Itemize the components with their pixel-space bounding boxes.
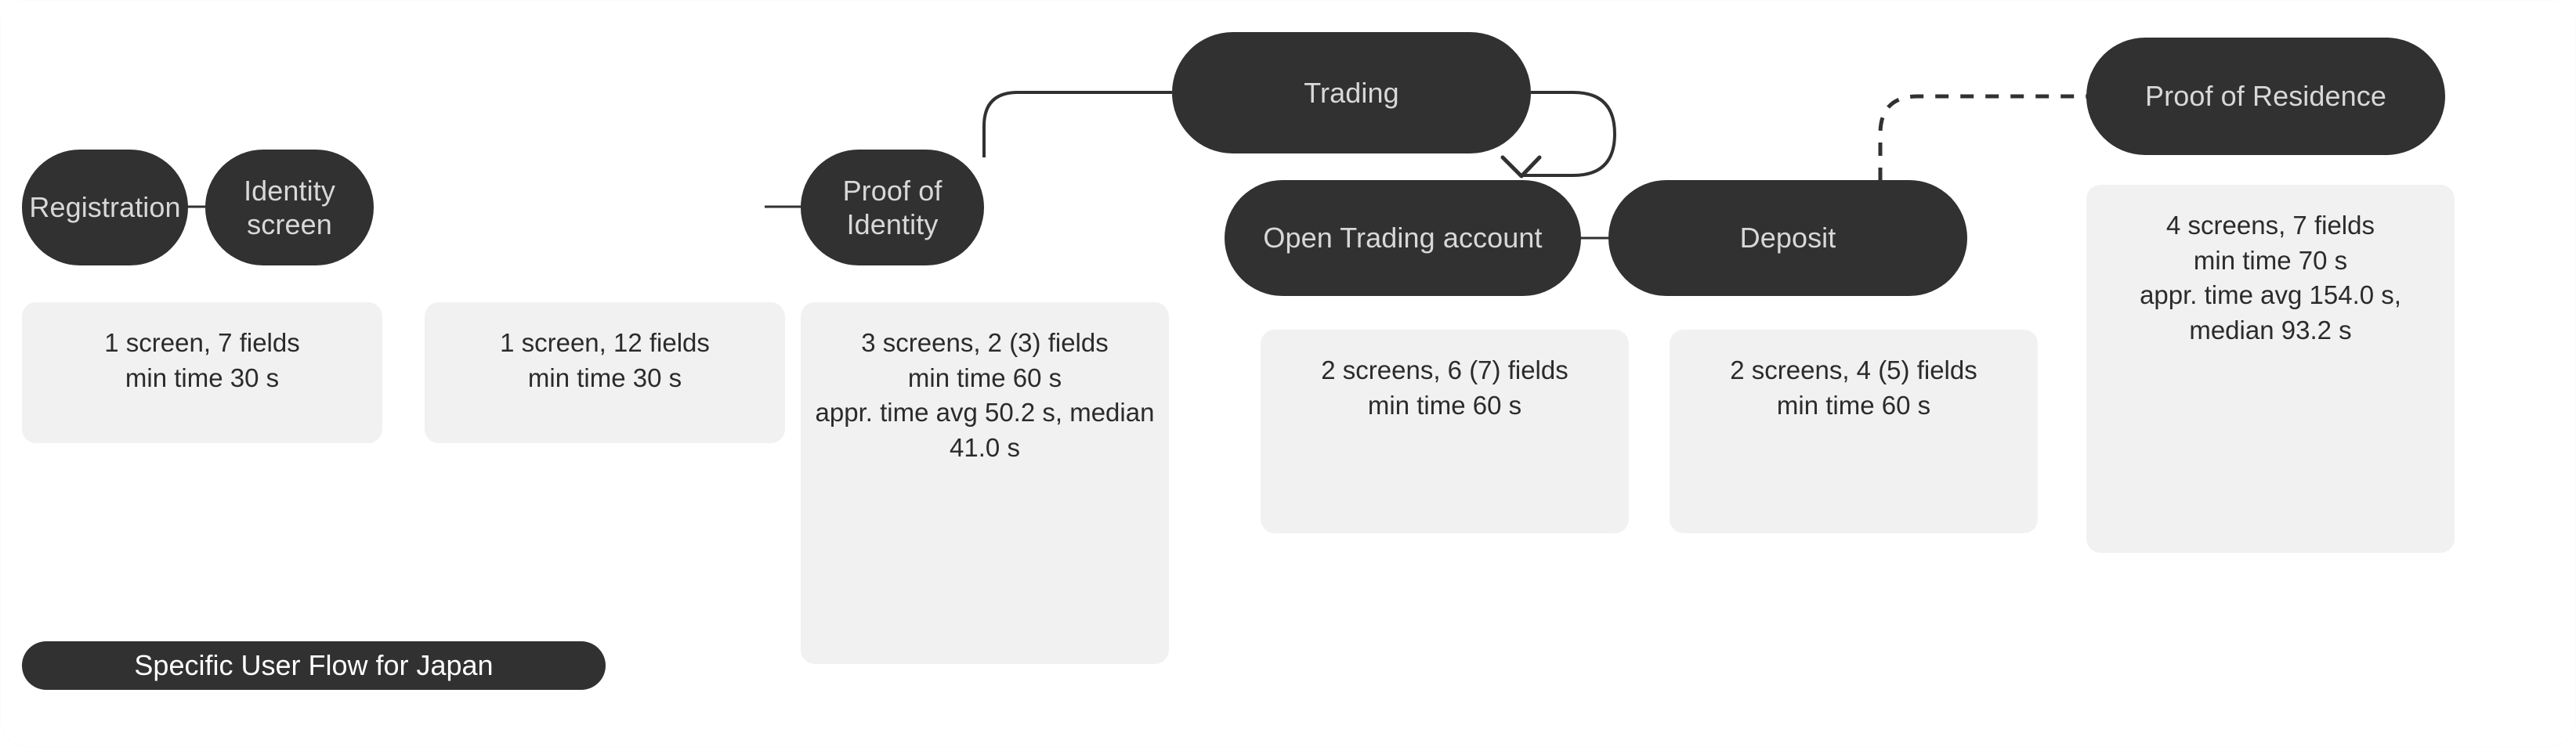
node-proof-of-identity-label: Proof of Identity xyxy=(842,174,942,240)
node-proof-of-residence[interactable]: Proof of Residence xyxy=(2086,38,2445,155)
node-identity-screen[interactable]: Identity screen xyxy=(205,150,374,265)
card-proof-of-identity: 3 screens, 2 (3) fields min time 60 s ap… xyxy=(801,302,1169,664)
card-identity-screen: 1 screen, 12 fields min time 30 s xyxy=(425,302,785,443)
edge-proof-of-identity-to-trading xyxy=(982,91,1172,157)
card-registration-text: 1 screen, 7 fields min time 30 s xyxy=(104,328,300,392)
node-deposit-label: Deposit xyxy=(1739,222,1836,254)
node-trading-label: Trading xyxy=(1304,76,1399,109)
card-open-trading-account-text: 2 screens, 6 (7) fields min time 60 s xyxy=(1321,355,1568,420)
node-trading[interactable]: Trading xyxy=(1172,32,1531,153)
edge-trading-arrowhead-icon xyxy=(1500,155,1542,179)
node-proof-of-identity[interactable]: Proof of Identity xyxy=(801,150,984,265)
card-deposit: 2 screens, 4 (5) fields min time 60 s xyxy=(1670,330,2038,533)
node-open-trading-account-label: Open Trading account xyxy=(1263,222,1543,254)
card-proof-of-identity-text: 3 screens, 2 (3) fields min time 60 s ap… xyxy=(815,328,1155,462)
node-proof-of-residence-label: Proof of Residence xyxy=(2145,80,2386,113)
node-open-trading-account[interactable]: Open Trading account xyxy=(1225,180,1581,296)
card-registration: 1 screen, 7 fields min time 30 s xyxy=(22,302,382,443)
card-deposit-text: 2 screens, 4 (5) fields min time 60 s xyxy=(1730,355,1977,420)
card-open-trading-account: 2 screens, 6 (7) fields min time 60 s xyxy=(1261,330,1629,533)
legend-chip-specific-user-flow[interactable]: Specific User Flow for Japan xyxy=(22,641,606,690)
edge-deposit-to-proof-of-residence xyxy=(1878,94,2087,181)
node-registration[interactable]: Registration xyxy=(22,150,188,265)
legend-chip-label: Specific User Flow for Japan xyxy=(134,649,494,681)
node-registration-label: Registration xyxy=(29,191,181,224)
edge-trading-to-open-trading-account xyxy=(1522,91,1617,177)
node-deposit[interactable]: Deposit xyxy=(1608,180,1967,296)
node-identity-screen-label: Identity screen xyxy=(244,174,335,240)
card-proof-of-residence-text: 4 screens, 7 fields min time 70 s appr. … xyxy=(2140,211,2401,345)
card-proof-of-residence: 4 screens, 7 fields min time 70 s appr. … xyxy=(2086,185,2455,553)
card-identity-screen-text: 1 screen, 12 fields min time 30 s xyxy=(500,328,710,392)
